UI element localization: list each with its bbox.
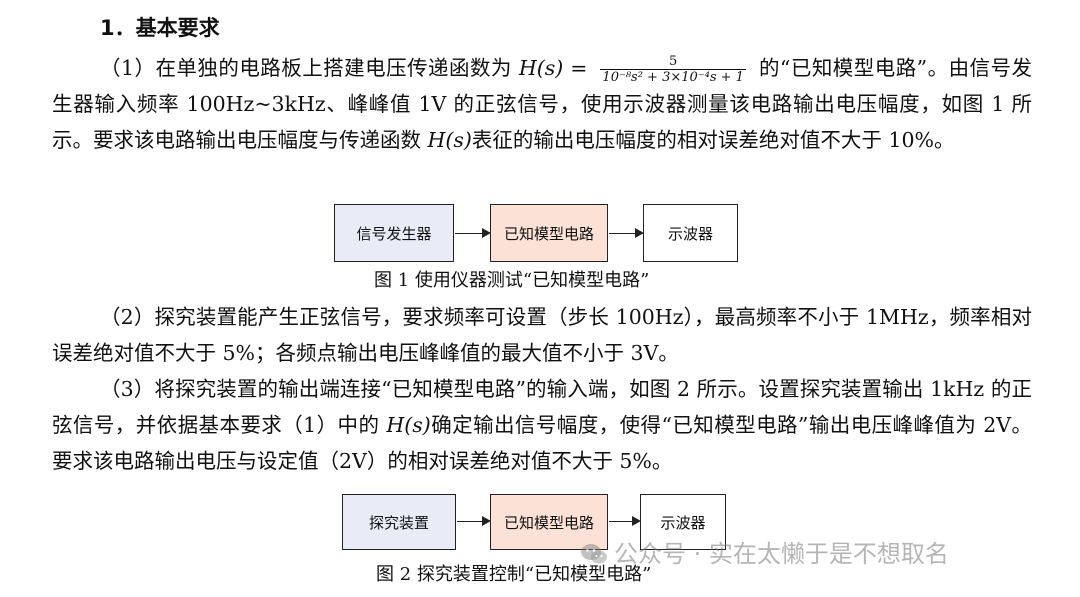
fig2-oscilloscope-box: 示波器 bbox=[640, 494, 726, 550]
figure-2-caption: 图 2 探究装置控制“已知模型电路” bbox=[376, 564, 652, 585]
fig2-exploration-device-box: 探究装置 bbox=[342, 494, 456, 550]
p3-before: （3）将探究装置的输出端连接“已知模型电路”的输入端，如图 2 所示。设置探究装… bbox=[52, 377, 1032, 437]
fig1-arrow-2 bbox=[609, 228, 644, 238]
transfer-function-lhs: H(s) = bbox=[518, 56, 595, 80]
fraction-numerator: 5 bbox=[600, 54, 746, 70]
p1-after: 的“已知模型电路”。由信号发生器输入频率 100Hz~3kHz、峰峰值 1V 的… bbox=[52, 56, 1032, 152]
fig2-arrow-2 bbox=[609, 516, 641, 526]
p3-after: 确定输出信号幅度，使得“已知模型电路”输出电压峰峰值为 2V。要求该电路输出电压… bbox=[52, 413, 1032, 473]
p1-before: （1）在单独的电路板上搭建电压传递函数为 bbox=[100, 56, 519, 80]
p1-end: 表征的输出电压幅度的相对误差绝对值不大于 10%。 bbox=[471, 128, 955, 152]
fig1-known-circuit-box: 已知模型电路 bbox=[490, 204, 608, 262]
paragraph-2: （2）探究装置能产生正弦信号，要求频率可设置（步长 100Hz），最高频率不小于… bbox=[52, 305, 1032, 365]
paragraph-3: （3）将探究装置的输出端连接“已知模型电路”的输入端，如图 2 所示。设置探究装… bbox=[52, 371, 1032, 479]
hs-symbol: H(s) bbox=[427, 128, 472, 152]
fig2-known-circuit-box: 已知模型电路 bbox=[490, 494, 608, 550]
fig2-arrow-1 bbox=[457, 516, 491, 526]
fig1-arrow-1 bbox=[455, 228, 491, 238]
fraction-denominator: 10⁻⁸s² + 3×10⁻⁴s + 1 bbox=[602, 70, 744, 85]
wechat-icon bbox=[581, 544, 607, 564]
watermark-text: 公众号 · 实在太懒于是不想取名 bbox=[614, 540, 949, 568]
wechat-watermark: 公众号 · 实在太懒于是不想取名 bbox=[580, 534, 949, 569]
fig1-signal-generator-box: 信号发生器 bbox=[334, 204, 454, 262]
section-heading: 1．基本要求 bbox=[100, 16, 220, 40]
figure-1-caption: 图 1 使用仪器测试“已知模型电路” bbox=[374, 270, 650, 291]
fig1-oscilloscope-box: 示波器 bbox=[643, 204, 738, 262]
hs-symbol-2: H(s) bbox=[386, 413, 431, 437]
